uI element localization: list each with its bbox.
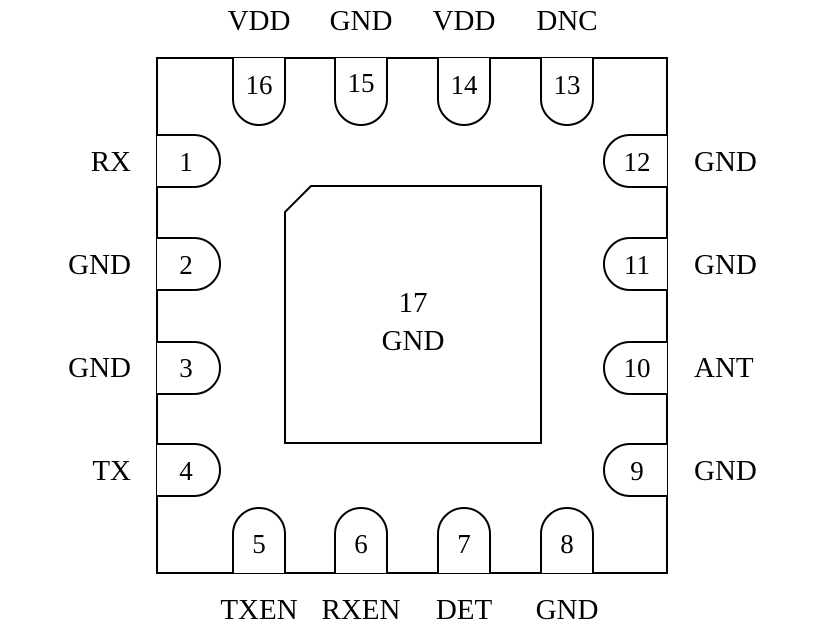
pin-8-label: GND bbox=[536, 594, 599, 626]
exposed-pad-label: GND bbox=[382, 325, 445, 357]
pin-3-label: GND bbox=[68, 352, 131, 384]
pin-14-pad bbox=[437, 58, 491, 126]
pin-16-number: 16 bbox=[246, 70, 273, 100]
pin-13-pad bbox=[540, 58, 594, 126]
pin-12-number: 12 bbox=[624, 147, 651, 177]
pin-1-pad bbox=[157, 134, 221, 188]
pin-15-number: 15 bbox=[348, 68, 375, 98]
pin-9-pad bbox=[603, 443, 667, 497]
pin-10-number: 10 bbox=[624, 353, 651, 383]
pin-13-number: 13 bbox=[554, 70, 581, 100]
pin-8-pad bbox=[540, 507, 594, 573]
pin-12-label: GND bbox=[694, 146, 757, 178]
pin-4: 4 TX bbox=[92, 443, 221, 497]
pin-3-pad bbox=[157, 341, 221, 395]
pin-14: 14 VDD bbox=[433, 5, 496, 126]
pin-7-pad bbox=[437, 507, 491, 573]
pin-14-label: VDD bbox=[433, 5, 496, 37]
pin-13-label: DNC bbox=[536, 5, 597, 37]
pin-6: 6 RXEN bbox=[322, 507, 401, 626]
pin-9: 9 GND bbox=[603, 443, 757, 497]
pin-9-number: 9 bbox=[630, 456, 644, 486]
pin-10: 10 ANT bbox=[603, 341, 754, 395]
pin-12: 12 GND bbox=[603, 134, 757, 188]
pin-3: 3 GND bbox=[68, 341, 221, 395]
pin-12-pad bbox=[603, 134, 667, 188]
pin-7: 7 DET bbox=[436, 507, 493, 626]
pin-5-label: TXEN bbox=[220, 594, 297, 626]
pin-5: 5 TXEN bbox=[220, 507, 298, 626]
pin-11-pad bbox=[603, 237, 667, 291]
pin-2-label: GND bbox=[68, 249, 131, 281]
pin-11: 11 GND bbox=[603, 237, 757, 291]
pin-15-label: GND bbox=[330, 5, 393, 37]
pin-16-pad bbox=[232, 58, 286, 126]
pin-14-number: 14 bbox=[451, 70, 479, 100]
pin-3-number: 3 bbox=[179, 353, 193, 383]
pin-2-pad bbox=[157, 237, 221, 291]
package-body bbox=[156, 57, 668, 574]
pin-13: 13 DNC bbox=[536, 5, 598, 126]
pin-7-number: 7 bbox=[457, 529, 471, 559]
pin-10-label: ANT bbox=[694, 352, 754, 384]
pin-8: 8 GND bbox=[536, 507, 599, 626]
pin-4-label: TX bbox=[92, 455, 131, 487]
pin-1: 1 RX bbox=[91, 134, 221, 188]
pin-15-pad bbox=[334, 58, 388, 126]
pin-2: 2 GND bbox=[68, 237, 221, 291]
pin-4-number: 4 bbox=[179, 456, 193, 486]
pin-6-pad bbox=[334, 507, 388, 573]
pin-6-number: 6 bbox=[354, 529, 368, 559]
pin-4-pad bbox=[157, 443, 221, 497]
exposed-pad bbox=[284, 185, 542, 444]
pin-6-label: RXEN bbox=[322, 594, 401, 626]
pin-1-number: 1 bbox=[179, 147, 193, 177]
pin-5-number: 5 bbox=[252, 529, 266, 559]
pin-2-number: 2 bbox=[179, 250, 193, 280]
pin-8-number: 8 bbox=[560, 529, 574, 559]
pin-16-label: VDD bbox=[228, 5, 291, 37]
pin-10-pad bbox=[603, 341, 667, 395]
pin-15: 15 GND bbox=[330, 5, 393, 126]
pin-7-label: DET bbox=[436, 594, 493, 626]
pin-1-label: RX bbox=[91, 146, 131, 178]
pin-11-number: 11 bbox=[624, 250, 650, 280]
exposed-pad-number: 17 bbox=[399, 287, 428, 319]
pin-5-pad bbox=[232, 507, 286, 573]
pin-11-label: GND bbox=[694, 249, 757, 281]
pin-9-label: GND bbox=[694, 455, 757, 487]
pin-16: 16 VDD bbox=[228, 5, 291, 126]
